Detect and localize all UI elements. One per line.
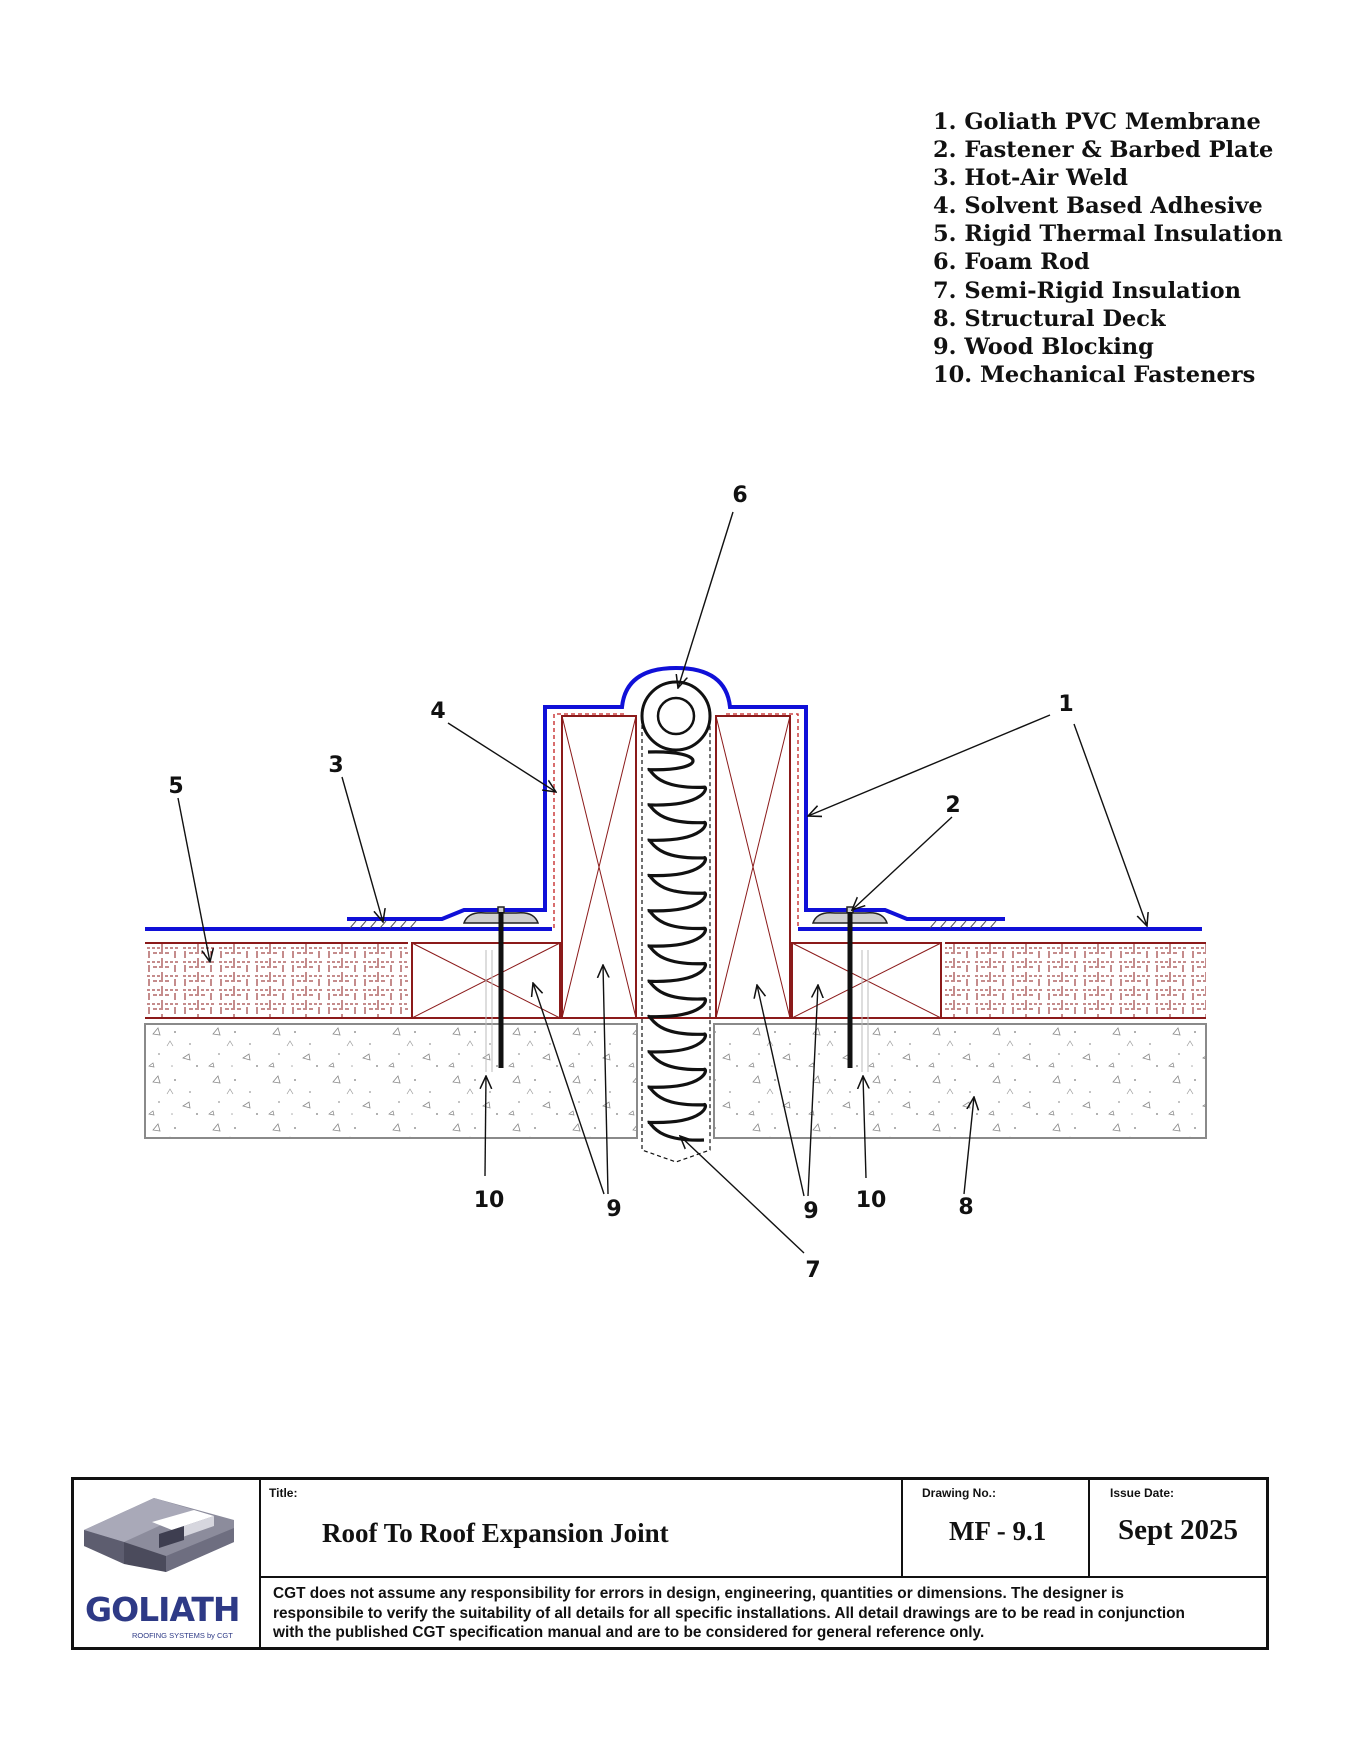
callout-4: 4 <box>430 699 445 724</box>
divider <box>259 1480 261 1647</box>
legend-item: 3. Hot-Air Weld <box>933 165 1129 192</box>
callout-numbers: 1 2 3 4 5 6 7 8 9 9 10 10 <box>168 483 1073 1283</box>
structural-deck <box>144 1023 1207 1139</box>
goliath-logo-icon <box>84 1498 234 1572</box>
legend-item: 4. Solvent Based Adhesive <box>933 193 1263 220</box>
rigid-insulation <box>145 942 1206 1019</box>
divider <box>1088 1480 1090 1577</box>
drawing-title: Roof To Roof Expansion Joint <box>322 1518 669 1548</box>
divider <box>259 1576 1269 1578</box>
insulation-left <box>145 944 408 1018</box>
divider <box>901 1480 903 1577</box>
legend-item: 1. Goliath PVC Membrane <box>933 109 1261 135</box>
logo-wordmark: GOLIATH <box>85 1590 241 1629</box>
callout-1: 1 <box>1058 692 1073 717</box>
legend-item: 8. Structural Deck <box>933 305 1166 332</box>
deck-left <box>144 1023 638 1139</box>
callout-8: 8 <box>958 1195 973 1220</box>
legend-item: 5. Rigid Thermal Insulation <box>933 221 1283 248</box>
hot-air-weld <box>349 920 997 929</box>
legend-item: 10. Mechanical Fasteners <box>933 361 1256 388</box>
legend-item: 7. Semi-Rigid Insulation <box>933 277 1242 304</box>
legend-item: 2. Fastener & Barbed Plate <box>933 137 1274 164</box>
semi-rigid-insulation <box>641 725 711 1163</box>
callout-6: 6 <box>732 483 747 508</box>
solvent-adhesive <box>553 713 799 928</box>
callout-2: 2 <box>945 793 960 818</box>
pvc-membrane <box>145 665 1202 931</box>
company-logo: GOLIATH ROOFING SYSTEMS by CGT <box>74 1480 259 1647</box>
legend-item: 6. Foam Rod <box>933 249 1090 276</box>
issue-date-label: Issue Date: <box>1110 1486 1175 1500</box>
callout-9-left: 9 <box>606 1197 621 1222</box>
legend-item: 9. Wood Blocking <box>933 333 1154 360</box>
title-label: Title: <box>269 1486 298 1500</box>
foam-rod <box>640 680 712 752</box>
title-block: GOLIATH ROOFING SYSTEMS by CGT Title: Ro… <box>71 1477 1269 1650</box>
callout-7: 7 <box>805 1258 820 1283</box>
callout-10-right: 10 <box>856 1188 887 1213</box>
insulation-right <box>945 944 1206 1018</box>
deck-right <box>713 1023 1207 1139</box>
callout-10-left: 10 <box>474 1188 505 1213</box>
leader-lines <box>177 511 1147 1254</box>
issue-date: Sept 2025 <box>1118 1514 1239 1546</box>
expansion-joint-section: 1 2 3 4 5 6 7 8 9 9 10 10 <box>144 483 1207 1283</box>
drawing-number: MF - 9.1 <box>949 1516 1047 1546</box>
callout-9-right: 9 <box>803 1199 818 1224</box>
disclaimer-text: CGT does not assume any responsibility f… <box>273 1585 1185 1641</box>
logo-tagline: ROOFING SYSTEMS by CGT <box>132 1631 233 1640</box>
component-legend: 1. Goliath PVC Membrane 2. Fastener & Ba… <box>933 108 1283 389</box>
callout-5: 5 <box>168 774 183 799</box>
drawing-number-label: Drawing No.: <box>922 1486 996 1500</box>
fastener-left <box>462 906 540 1072</box>
callout-3: 3 <box>328 753 343 778</box>
wood-blocking-vertical <box>561 715 791 1019</box>
